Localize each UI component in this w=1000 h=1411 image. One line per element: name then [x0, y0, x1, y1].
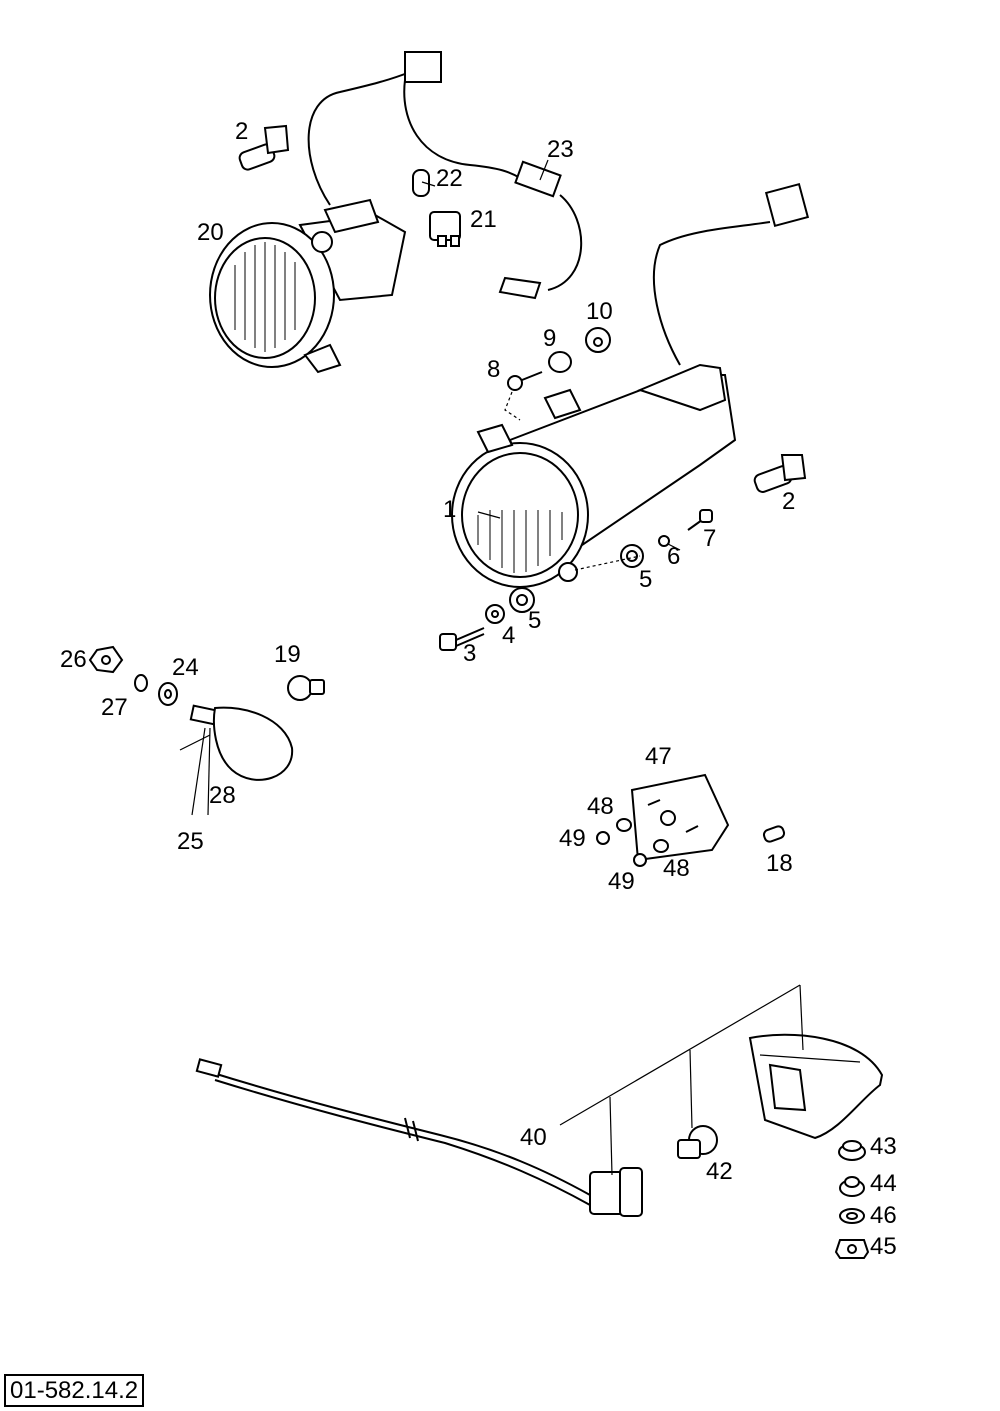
callout-label: 5 — [528, 607, 542, 634]
callout-label: 28 — [209, 782, 236, 809]
callout-label: 3 — [463, 640, 477, 667]
callout-label: 48 — [663, 855, 690, 882]
callout-label: 27 — [101, 694, 128, 721]
leader-lines — [179, 159, 681, 751]
tail-light-bulb-42 — [677, 1125, 718, 1159]
callout-label: 2 — [782, 488, 796, 515]
bulb-22 — [412, 169, 430, 197]
tail-light-socket — [589, 1167, 643, 1217]
bulb-19 — [287, 675, 325, 701]
washer-27 — [134, 674, 148, 692]
nut-49-lower — [633, 853, 647, 867]
callout-label: 7 — [703, 525, 717, 552]
rubber-bushing-5-lower — [509, 587, 535, 613]
rubber-bushing-5-upper — [620, 544, 644, 568]
nut-49-upper — [596, 831, 610, 845]
callout-label: 19 — [274, 641, 301, 668]
headlamp-20 — [209, 51, 583, 374]
bulb-2-right — [753, 454, 807, 493]
adjuster-screw-8 — [504, 371, 543, 421]
callout-label: 48 — [587, 793, 614, 820]
drawing-code: 01-582.14.2 — [4, 1374, 145, 1408]
washer-46 — [839, 1208, 865, 1224]
turn-signal-28 — [189, 704, 294, 816]
nut-10 — [585, 327, 611, 353]
bulb-2-upper — [238, 124, 290, 171]
callout-label: 20 — [197, 219, 224, 246]
nut-26 — [88, 645, 124, 674]
washer-48-upper — [616, 818, 632, 832]
washer-6 — [658, 535, 670, 547]
callout-lines-40 — [559, 984, 804, 1176]
washer-48-lower — [653, 839, 669, 853]
callout-label: 49 — [608, 868, 635, 895]
washer-24 — [158, 682, 178, 706]
bushing-44 — [839, 1176, 865, 1197]
callout-label: 45 — [870, 1233, 897, 1260]
callout-label: 49 — [559, 825, 586, 852]
callout-label: 4 — [502, 622, 516, 649]
callout-label: 21 — [470, 206, 497, 233]
callout-label: 9 — [543, 325, 557, 352]
tail-light-cable — [195, 1058, 591, 1206]
nut-43 — [838, 1140, 866, 1161]
callout-label: 1 — [443, 496, 457, 523]
screw-3 — [439, 627, 485, 651]
callout-label: 43 — [870, 1133, 897, 1160]
washer-4 — [485, 604, 505, 624]
callout-label: 24 — [172, 654, 199, 681]
callout-label: 5 — [639, 566, 653, 593]
screw-7 — [687, 509, 713, 531]
callout-label: 44 — [870, 1170, 897, 1197]
license-light-housing-47 — [630, 773, 730, 862]
callout-label: 22 — [436, 165, 463, 192]
callout-label: 23 — [547, 136, 574, 163]
nut-45 — [834, 1239, 870, 1259]
callout-label: 2 — [235, 118, 249, 145]
callout-label: 47 — [645, 743, 672, 770]
callout-label: 10 — [586, 298, 613, 325]
callout-label: 18 — [766, 850, 793, 877]
callout-label: 46 — [870, 1202, 897, 1229]
bulb-18 — [762, 825, 786, 843]
headlamp-1 — [451, 182, 810, 588]
grommet-9 — [548, 351, 572, 373]
socket-21 — [429, 211, 461, 247]
callout-label: 40 — [520, 1124, 547, 1151]
callout-label: 25 — [177, 828, 204, 855]
callout-label: 6 — [667, 543, 681, 570]
callout-label: 26 — [60, 646, 87, 673]
callout-label: 8 — [487, 356, 501, 383]
callout-label: 42 — [706, 1158, 733, 1185]
tail-light-lens — [748, 1033, 884, 1140]
